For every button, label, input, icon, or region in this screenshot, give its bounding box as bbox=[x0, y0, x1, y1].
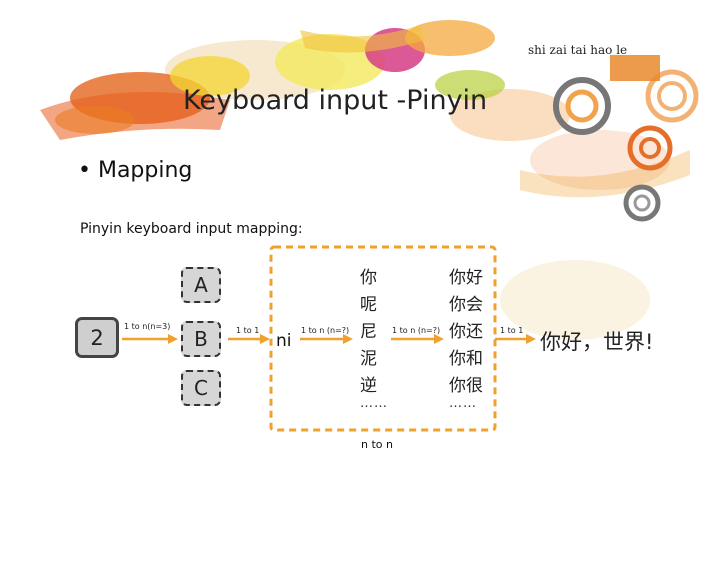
word: 你会 bbox=[449, 295, 483, 315]
label-pinyin-to-characters: 1 to n (n=?) bbox=[301, 326, 350, 335]
slide-title: Keyboard input -Pinyin bbox=[183, 85, 488, 116]
label-digit-to-letters: 1 to n(n=3) bbox=[124, 322, 171, 331]
pinyin-syllable: ni bbox=[276, 331, 292, 351]
word: 你好 bbox=[449, 268, 483, 288]
mapping-arrows bbox=[122, 334, 536, 344]
word: 你还 bbox=[449, 322, 483, 342]
label-letter-to-pinyin: 1 to 1 bbox=[236, 326, 260, 335]
label-characters-to-words: 1 to n (n=?) bbox=[392, 326, 441, 335]
letter-key-b: B bbox=[181, 321, 221, 357]
characters-ellipsis: …… bbox=[360, 396, 388, 411]
character: 逆 bbox=[360, 376, 377, 396]
digit-key: 2 bbox=[75, 317, 119, 358]
paint-splash bbox=[40, 20, 690, 340]
character-group-frame bbox=[269, 245, 497, 432]
character: 呢 bbox=[360, 295, 377, 315]
character: 泥 bbox=[360, 349, 377, 369]
letter-key-c: C bbox=[181, 370, 221, 406]
word: 你很 bbox=[449, 376, 483, 396]
letter-key-a: A bbox=[181, 267, 221, 303]
pinyin-caption: shi zai tai hao le bbox=[528, 43, 628, 57]
label-group-mapping: n to n bbox=[361, 438, 393, 451]
result-sentence: 你好，世界! bbox=[540, 330, 654, 354]
word: 你和 bbox=[449, 349, 483, 369]
diagram-subtitle: Pinyin keyboard input mapping: bbox=[80, 221, 303, 237]
character: 尼 bbox=[360, 322, 377, 342]
character: 你 bbox=[360, 268, 377, 288]
bullet-point: • Mapping bbox=[78, 158, 193, 183]
label-words-to-result: 1 to 1 bbox=[500, 326, 524, 335]
words-ellipsis: …… bbox=[449, 396, 477, 411]
calligraphy-seal bbox=[610, 55, 660, 81]
concentric-circles bbox=[553, 69, 699, 222]
